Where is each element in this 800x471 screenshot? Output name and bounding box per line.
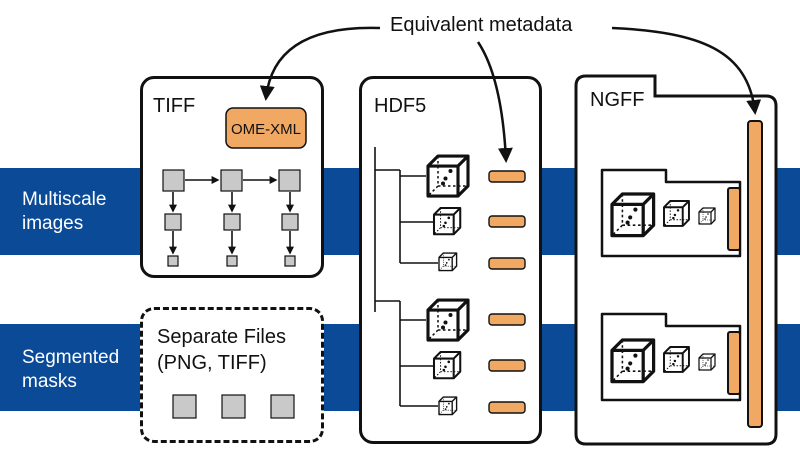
separate-files-line1: Separate Files — [157, 326, 286, 348]
hdf5-title: HDF5 — [374, 95, 427, 117]
segmented-label-line1: Segmented — [22, 347, 120, 368]
separate-file-squares — [172, 394, 295, 419]
hdf5-cube-large-2 — [426, 298, 470, 342]
segmented-masks-label: Segmented masks — [22, 346, 119, 394]
arrow-to-hdf5-metadata — [476, 41, 513, 163]
tiff-chunk-l1-b — [223, 213, 241, 231]
separate-file-1 — [172, 394, 197, 419]
segmented-label-line2: masks — [22, 371, 77, 392]
tiff-chunk-l0-c — [278, 169, 301, 192]
tiff-chunk-l2-a — [167, 255, 179, 267]
separate-files-line2: (PNG, TIFF) — [157, 352, 267, 374]
ngff-cube-medium-1 — [663, 200, 690, 227]
multiscale-label-line1: Multiscale — [22, 189, 107, 210]
ngff-cube-large-2 — [610, 338, 656, 384]
arrow-to-ome-xml — [259, 26, 381, 101]
ngff-cube-large-1 — [610, 192, 656, 238]
hdf5-cube-small-1 — [438, 252, 458, 272]
hdf5-metadata-bars — [488, 170, 526, 414]
tiff-chunk-l2-b — [226, 255, 238, 267]
hdf5-meta-2 — [488, 215, 526, 228]
separate-files-caption: Separate Files (PNG, TIFF) — [157, 324, 286, 376]
ngff-group1-metadata — [727, 187, 741, 251]
hdf5-meta-3 — [488, 257, 526, 270]
hdf5-meta-4 — [488, 313, 526, 326]
separate-file-3 — [270, 394, 295, 419]
arrow-to-ngff-metadata — [611, 26, 762, 115]
ngff-title: NGFF — [590, 89, 644, 111]
hdf5-meta-5 — [488, 359, 526, 372]
multiscale-label-line2: images — [22, 213, 84, 234]
tiff-chunk-l0-a — [162, 169, 185, 192]
ome-xml-box — [225, 107, 307, 149]
multiscale-images-label: Multiscale images — [22, 188, 106, 236]
ngff-cube-small-1 — [698, 207, 716, 225]
hdf5-tree — [374, 147, 438, 407]
hdf5-cube-medium-1 — [432, 206, 462, 236]
tiff-pyramid-arrows — [169, 176, 294, 255]
hdf5-meta-6 — [488, 401, 526, 414]
tiff-chunk-l0-b — [220, 169, 243, 192]
equivalent-metadata-label: Equivalent metadata — [390, 14, 573, 36]
ngff-group2-metadata — [727, 331, 741, 395]
separate-files-panel: Separate Files (PNG, TIFF) — [140, 307, 324, 443]
ngff-cube-medium-2 — [663, 346, 690, 373]
hdf5-cube-large-1 — [426, 154, 470, 198]
tiff-chunk-l1-a — [164, 213, 182, 231]
hdf5-cube-small-2 — [438, 396, 458, 416]
ngff-top-metadata — [747, 120, 763, 428]
separate-file-2 — [221, 394, 246, 419]
ngff-cube-small-2 — [698, 353, 716, 371]
tiff-title: TIFF — [153, 95, 196, 117]
hdf5-cube-medium-2 — [432, 350, 462, 380]
hdf5-meta-1 — [488, 170, 526, 183]
tiff-chunk-l1-c — [281, 213, 299, 231]
tiff-chunk-l2-c — [284, 255, 296, 267]
tiff-pyramid — [162, 169, 301, 267]
ome-xml-label: OME-XML — [231, 121, 301, 138]
